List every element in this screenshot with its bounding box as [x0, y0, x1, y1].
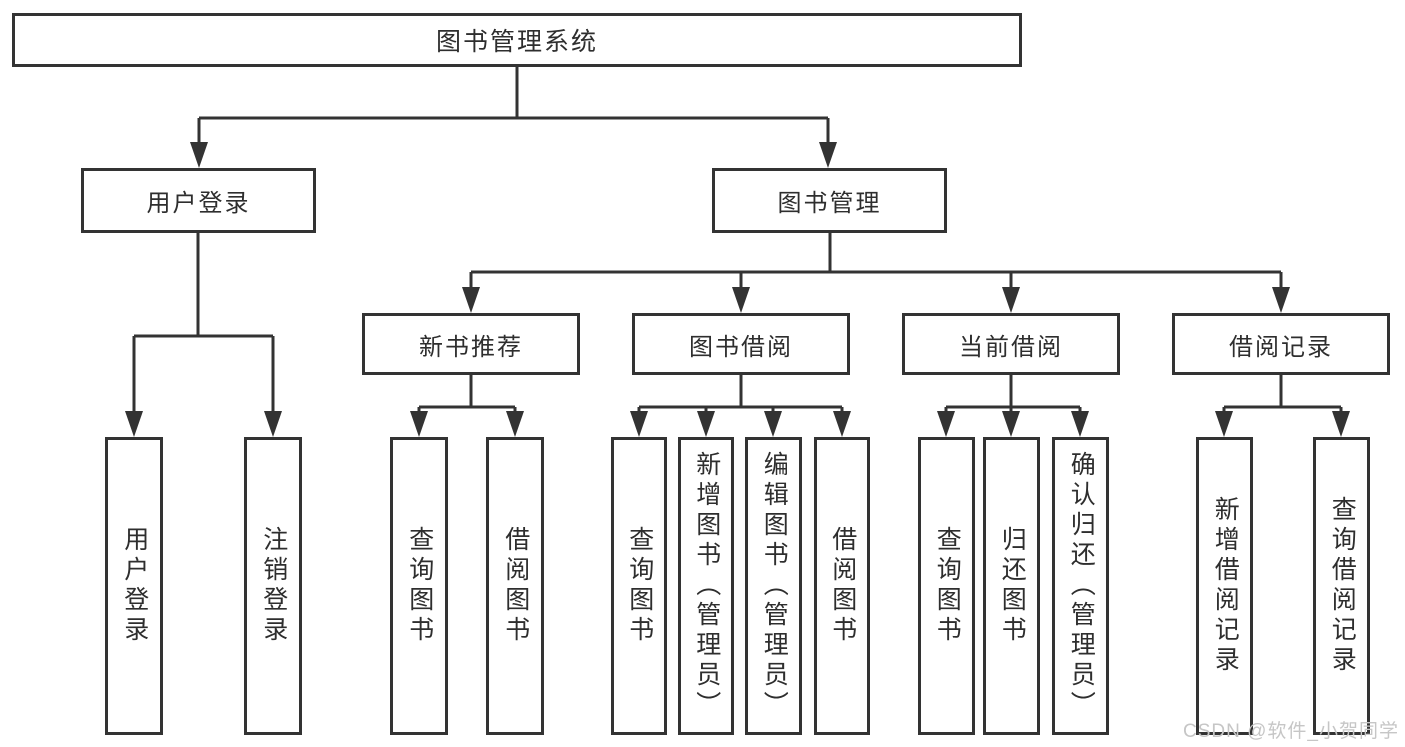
- node-user-login: 用户登录: [81, 168, 316, 233]
- leaf-borrow-borrow-books: 借阅图书: [814, 437, 870, 735]
- connector-new-book-recommend-children: [410, 375, 524, 437]
- arrow-down-icon: [697, 411, 715, 437]
- arrow-down-icon: [190, 142, 208, 168]
- arrow-down-icon: [462, 287, 480, 313]
- arrow-down-icon: [833, 411, 851, 437]
- node-current-borrow: 当前借阅: [902, 313, 1120, 375]
- leaf-borrow-edit-books-admin: 编辑图书（管理员）: [745, 437, 802, 735]
- node-borrow-records: 借阅记录: [1172, 313, 1390, 375]
- connector-lines: [417, 375, 517, 414]
- arrow-down-icon: [1272, 287, 1290, 313]
- leaf-borrow-add-books-admin: 新增图书（管理员）: [678, 437, 734, 735]
- arrow-down-icon: [732, 287, 750, 313]
- connector-current-borrow-children: [937, 375, 1089, 437]
- arrow-down-icon: [125, 411, 143, 437]
- arrow-down-icon: [630, 411, 648, 437]
- arrow-down-icon: [937, 411, 955, 437]
- connector-user-login-children: [125, 233, 282, 437]
- arrow-down-icon: [819, 142, 837, 168]
- leaf-logout: 注销登录: [244, 437, 302, 735]
- node-book-borrow: 图书借阅: [632, 313, 850, 375]
- leaf-records-query-record: 查询借阅记录: [1313, 437, 1370, 735]
- leaf-recommend-query-books: 查询图书: [390, 437, 448, 735]
- connector-book-borrow-children: [630, 375, 851, 437]
- leaf-current-confirm-return-admin: 确认归还（管理员）: [1052, 437, 1109, 735]
- arrow-down-icon: [1002, 287, 1020, 313]
- arrow-down-icon: [1215, 411, 1233, 437]
- connector-lines: [132, 233, 275, 414]
- node-book-management: 图书管理: [712, 168, 947, 233]
- arrow-down-icon: [1332, 411, 1350, 437]
- leaf-records-add-record: 新增借阅记录: [1196, 437, 1253, 735]
- connector-book-management-children: [462, 233, 1290, 313]
- connector-lines: [197, 67, 830, 145]
- leaf-borrow-query-books: 查询图书: [611, 437, 667, 735]
- leaf-current-return-books: 归还图书: [983, 437, 1040, 735]
- connector-lines: [944, 375, 1082, 414]
- arrow-down-icon: [1071, 411, 1089, 437]
- connector-lines: [637, 375, 844, 414]
- connector-lines: [469, 233, 1283, 290]
- connector-root-to-level2: [190, 67, 837, 168]
- arrow-down-icon: [1002, 411, 1020, 437]
- connector-lines: [1222, 375, 1343, 414]
- leaf-recommend-borrow-books: 借阅图书: [486, 437, 544, 735]
- arrow-down-icon: [264, 411, 282, 437]
- arrow-down-icon: [410, 411, 428, 437]
- arrow-down-icon: [506, 411, 524, 437]
- watermark: CSDN @软件_小贺同学: [1183, 721, 1399, 742]
- arrow-down-icon: [764, 411, 782, 437]
- leaf-current-query-books: 查询图书: [918, 437, 975, 735]
- leaf-user-login: 用户登录: [105, 437, 163, 735]
- connector-borrow-records-children: [1215, 375, 1350, 437]
- node-library-system: 图书管理系统: [12, 13, 1022, 67]
- node-new-book-recommend: 新书推荐: [362, 313, 580, 375]
